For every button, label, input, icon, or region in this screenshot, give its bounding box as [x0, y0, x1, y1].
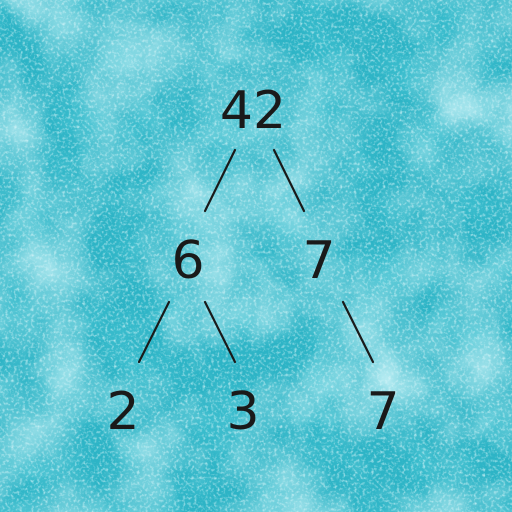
node-left-right: 3 [226, 382, 259, 442]
node-right-child: 7 [366, 382, 399, 442]
edge-7-to-7 [341, 300, 375, 364]
node-left-left: 2 [106, 382, 139, 442]
edge-6-to-3 [203, 300, 237, 364]
edge-42-to-6 [203, 148, 237, 213]
edge-6-to-2 [137, 300, 171, 364]
node-right: 7 [302, 231, 335, 291]
node-left: 6 [171, 231, 204, 291]
node-root: 42 [220, 81, 286, 141]
edge-42-to-7 [272, 148, 306, 213]
